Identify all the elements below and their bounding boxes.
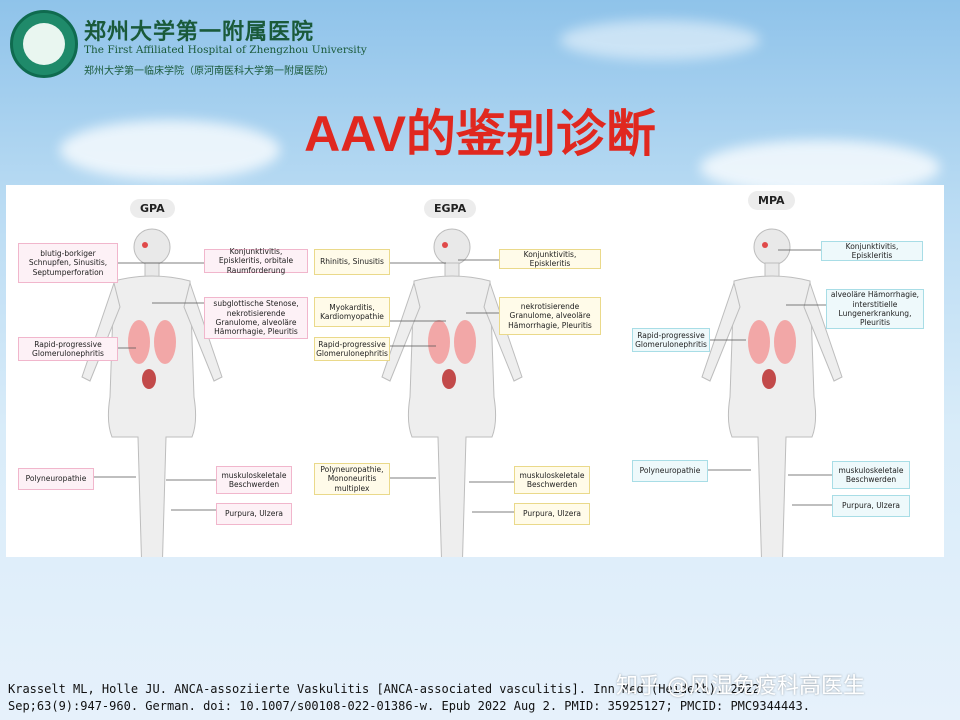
- mpa-box-skin: Purpura, Ulzera: [832, 495, 910, 517]
- mpa-box-eye: Konjunktivitis, Episkleritis: [821, 241, 923, 261]
- hospital-logo: [10, 10, 78, 78]
- watermark: 知乎 @风湿免疫科高医生: [616, 674, 865, 699]
- egpa-box-skin: Purpura, Ulzera: [514, 503, 590, 525]
- egpa-box-lung: nekrotisierende Granulome, alveoläre Häm…: [499, 297, 601, 335]
- aav-figure: GPA blutig-borkiger Schnupfen, Sinusitis…: [6, 185, 944, 557]
- slide-title: AAV的鉴别诊断: [304, 106, 656, 162]
- citation-line1: Krasselt ML, Holle JU. ANCA-assoziierte …: [8, 682, 760, 696]
- mpa-box-lung: alveoläre Hämorrhagie, interstitielle Lu…: [826, 289, 924, 329]
- mpa-box-musculo: muskuloskeletale Beschwerden: [832, 461, 910, 489]
- egpa-box-heart: Myokarditis, Kardiomyopathie: [314, 297, 390, 327]
- cloud: [560, 20, 760, 60]
- egpa-box-neuro: Polyneuropathie, Mononeuritis multiplex: [314, 463, 390, 495]
- mpa-box-kidney: Rapid-progressive Glomerulonephritis: [632, 328, 710, 352]
- citation-line2: Sep;63(9):947-960. German. doi: 10.1007/…: [8, 699, 810, 713]
- egpa-box-eye: Konjunktivitis, Episkleritis: [499, 249, 601, 269]
- hospital-header: 郑州大学第一附属医院 The First Affiliated Hospital…: [10, 10, 367, 82]
- gpa-box-musculo: muskuloskeletale Beschwerden: [216, 466, 292, 494]
- mpa-box-neuro: Polyneuropathie: [632, 460, 708, 482]
- citation: Krasselt ML, Holle JU. ANCA-assoziierte …: [8, 681, 810, 715]
- gpa-box-nose: blutig-borkiger Schnupfen, Sinusitis, Se…: [18, 243, 118, 283]
- gpa-box-lung: subglottische Stenose, nekrotisierende G…: [204, 297, 308, 339]
- egpa-box-musculo: muskuloskeletale Beschwerden: [514, 466, 590, 494]
- hospital-name-en: The First Affiliated Hospital of Zhengzh…: [84, 44, 367, 56]
- egpa-box-kidney: Rapid-progressive Glomerulonephritis: [314, 337, 390, 361]
- gpa-box-eye: Konjunktivitis, Episkleritis, orbitale R…: [204, 247, 308, 275]
- gpa-box-kidney: Rapid-progressive Glomerulonephritis: [18, 337, 118, 361]
- hospital-subtitle: 郑州大学第一临床学院（原河南医科大学第一附属医院）: [84, 66, 334, 77]
- body-diagram: [81, 228, 843, 557]
- panel-label-gpa: GPA: [130, 199, 175, 218]
- egpa-box-nose: Rhinitis, Sinusitis: [314, 249, 390, 275]
- cloud: [60, 120, 280, 180]
- panel-label-mpa: MPA: [748, 191, 795, 210]
- hospital-name-cn: 郑州大学第一附属医院: [84, 19, 315, 45]
- panel-label-egpa: EGPA: [424, 199, 477, 218]
- gpa-box-neuro: Polyneuropathie: [18, 468, 94, 490]
- gpa-box-skin: Purpura, Ulzera: [216, 503, 292, 525]
